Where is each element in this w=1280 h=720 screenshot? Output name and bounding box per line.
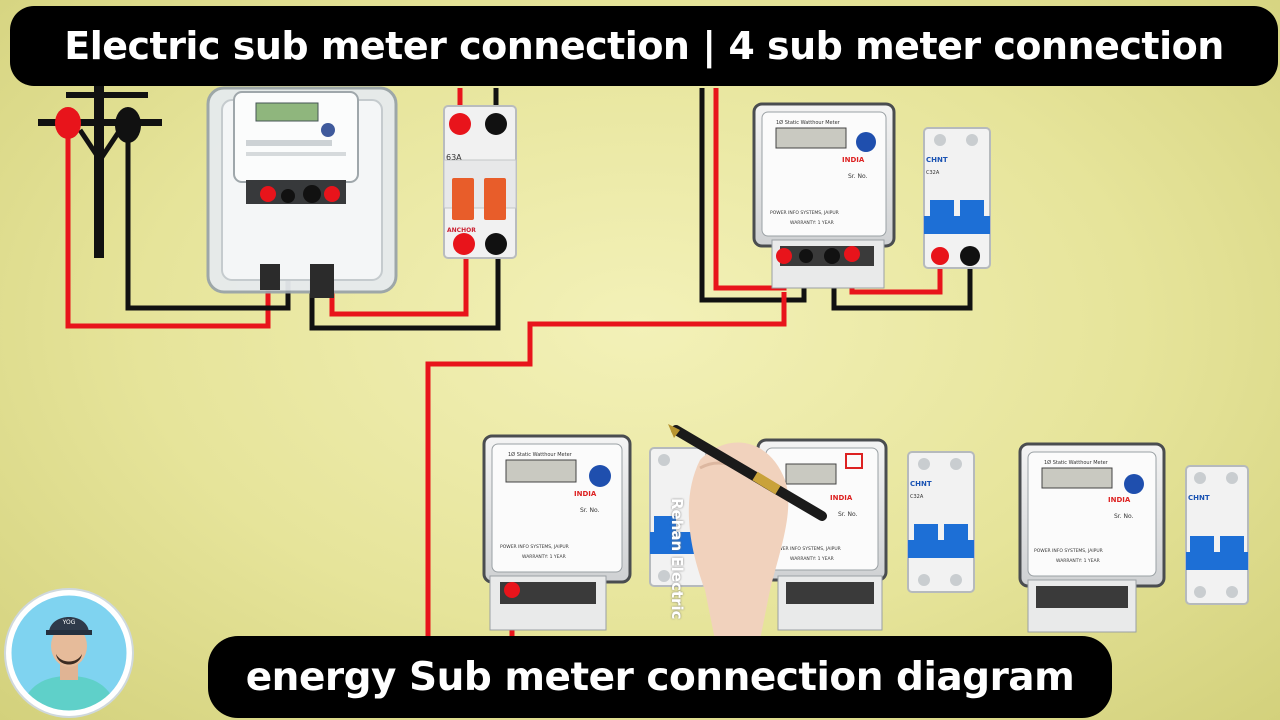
main-mcb: 63A ANCHOR	[443, 105, 517, 259]
sub-meter-4-warranty: WARRANTY: 1 YEAR	[1056, 558, 1100, 564]
main-meter-phase-in-terminal	[260, 186, 276, 202]
sub-meter-2-warranty: WARRANTY: 1 YEAR	[522, 554, 566, 560]
sub-meter-4-country: INDIA	[1108, 496, 1131, 504]
main-mcb-phase-out-terminal	[453, 233, 475, 255]
subtitle-banner: energy Sub meter connection diagram	[208, 636, 1112, 718]
sub-mcb-3-brand: CHNT	[910, 480, 932, 488]
sub-meter-2-phase-in	[504, 582, 520, 598]
sub-mcb-4: CHNT	[1185, 465, 1249, 605]
main-mcb-rating: 63A	[446, 153, 462, 162]
sub-meter-3-country: INDIA	[830, 494, 853, 502]
sub-mcb-3-rating: C32A	[910, 494, 924, 500]
main-mcb-neutral-in-terminal	[485, 113, 507, 135]
wire-phase-branch-lower-row	[425, 292, 787, 636]
sub-meter-1-header: 1Ø Static Watthour Meter	[776, 119, 841, 126]
subtitle-text: energy Sub meter connection diagram	[245, 654, 1075, 700]
sub-mcb-1-rating: C32A	[926, 170, 940, 176]
sub-mcb-4-brand: CHNT	[1188, 494, 1210, 502]
main-mcb-brand: ANCHOR	[447, 227, 476, 234]
sub-meter-4-maker: POWER INFO SYSTEMS, JAIPUR	[1034, 548, 1103, 554]
sub-meter-1-country: INDIA	[842, 156, 865, 164]
sub-meter-1-phase-in	[776, 248, 792, 264]
watermark-text: Rehan Electric	[668, 498, 686, 620]
title-text: Electric sub meter connection | 4 sub me…	[64, 24, 1224, 68]
sub-meter-1: 1Ø Static Watthour Meter INDIA Sr. No. P…	[752, 102, 896, 289]
sub-meter-4-header: 1Ø Static Watthour Meter	[1044, 459, 1109, 466]
main-energy-meter	[206, 86, 398, 298]
sub-meter-1-neutral-in	[799, 249, 813, 263]
sub-meter-3: INDIA Sr. No. POWER INFO SYSTEMS, JAIPUR…	[756, 438, 888, 631]
sub-mcb-3: CHNT C32A	[907, 451, 975, 593]
sub-mcb-1-neutral-terminal	[960, 246, 980, 266]
avatar-badge: YOG	[62, 619, 76, 626]
sub-meter-1-phase-out	[844, 246, 860, 262]
sub-meter-2-maker: POWER INFO SYSTEMS, JAIPUR	[500, 544, 569, 550]
avatar-portrait-icon: YOG	[6, 590, 132, 716]
sub-meter-3-maker: POWER INFO SYSTEMS, JAIPUR	[772, 546, 841, 552]
sub-meter-1-serial: Sr. No.	[848, 173, 868, 180]
main-meter-phase-out-terminal	[324, 186, 340, 202]
sub-meter-1-maker: POWER INFO SYSTEMS, JAIPUR	[770, 210, 839, 216]
main-mcb-phase-in-terminal	[449, 113, 471, 135]
sub-meter-2-serial: Sr. No.	[580, 507, 600, 514]
sub-meter-2-header: 1Ø Static Watthour Meter	[508, 451, 573, 458]
title-banner: Electric sub meter connection | 4 sub me…	[10, 6, 1278, 86]
utility-pole	[38, 86, 162, 258]
sub-mcb-1: CHNT C32A	[923, 127, 991, 269]
main-meter-neutral-in-terminal	[281, 189, 295, 203]
sub-meter-2-country: INDIA	[574, 490, 597, 498]
sub-meter-3-serial: Sr. No.	[838, 511, 858, 518]
channel-avatar: YOG	[6, 590, 132, 716]
sub-mcb-1-brand: CHNT	[926, 156, 948, 164]
pole-neutral-insulator	[115, 107, 141, 143]
pole-phase-insulator	[55, 107, 81, 139]
sub-mcb-1-phase-terminal	[931, 247, 949, 265]
sub-meter-1-neutral-out	[824, 248, 840, 264]
main-meter-neutral-out-terminal	[303, 185, 321, 203]
sub-meter-2: 1Ø Static Watthour Meter INDIA Sr. No. P…	[482, 434, 632, 631]
sub-meter-3-warranty: WARRANTY: 1 YEAR	[790, 556, 834, 562]
main-mcb-neutral-out-terminal	[485, 233, 507, 255]
sub-meter-4-serial: Sr. No.	[1114, 513, 1134, 520]
sub-meter-1-warranty: WARRANTY: 1 YEAR	[790, 220, 834, 226]
hand-with-pen-icon	[668, 424, 827, 640]
sub-meter-4: 1Ø Static Watthour Meter INDIA Sr. No. P…	[1018, 442, 1166, 633]
